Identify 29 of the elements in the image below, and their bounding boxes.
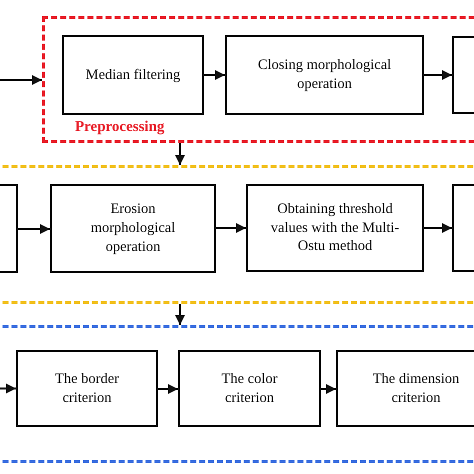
- process-box: [62, 35, 204, 115]
- process-box: [16, 350, 158, 427]
- arrow: [18, 224, 50, 234]
- step-text: The color criterion: [220, 370, 278, 408]
- process-box: [336, 350, 474, 427]
- step-text: Median filtering: [86, 66, 180, 84]
- process-box: [225, 35, 424, 115]
- arrow: [158, 384, 178, 394]
- step-text: The dimension criterion: [372, 370, 460, 408]
- dashed-group-frame: [0, 165, 474, 304]
- arrow: [204, 70, 225, 80]
- process-box: [246, 184, 424, 272]
- arrow: [321, 384, 336, 394]
- group-heading: Preprocessing: [75, 119, 164, 136]
- step-text: Erosion morphological operation: [90, 200, 176, 257]
- step-text: The border criterion: [54, 370, 120, 408]
- arrow: [216, 223, 246, 233]
- arrow: [424, 223, 452, 233]
- arrow: [424, 70, 452, 80]
- arrow: [175, 304, 185, 325]
- dashed-group-frame: [0, 325, 474, 463]
- arrow: [0, 75, 42, 85]
- dashed-group-frame: [42, 16, 474, 143]
- step-text: Closing morphological operation: [256, 56, 392, 94]
- step-text: Obtaining threshold values with the Multi-Ostu method: [270, 200, 400, 256]
- process-box: [50, 184, 216, 273]
- process-box: [178, 350, 321, 427]
- arrow: [0, 384, 16, 394]
- arrow: [175, 143, 185, 165]
